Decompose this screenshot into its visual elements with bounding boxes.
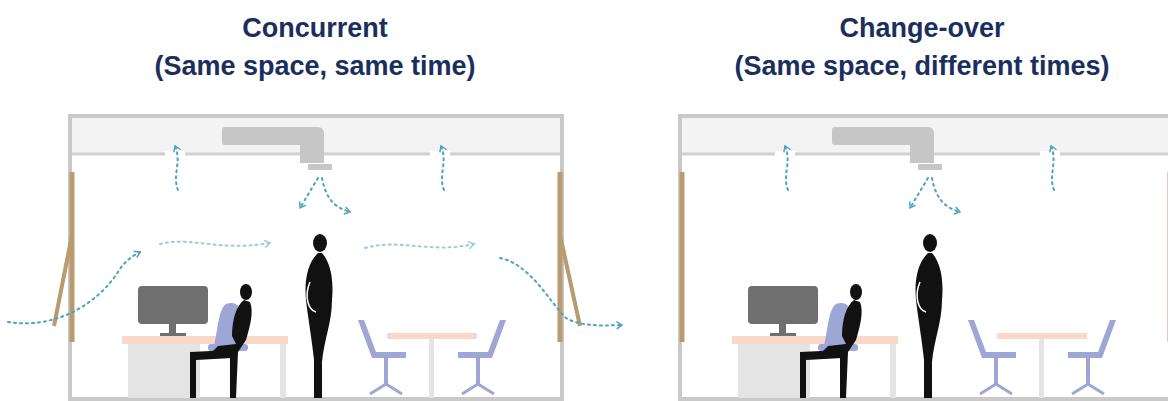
panel-title: Change-over <box>839 12 1004 44</box>
panel-subtitle: (Same space, different times) <box>734 50 1109 82</box>
panel-title: Concurrent <box>242 12 388 44</box>
panel-subtitle: (Same space, same time) <box>154 50 475 82</box>
